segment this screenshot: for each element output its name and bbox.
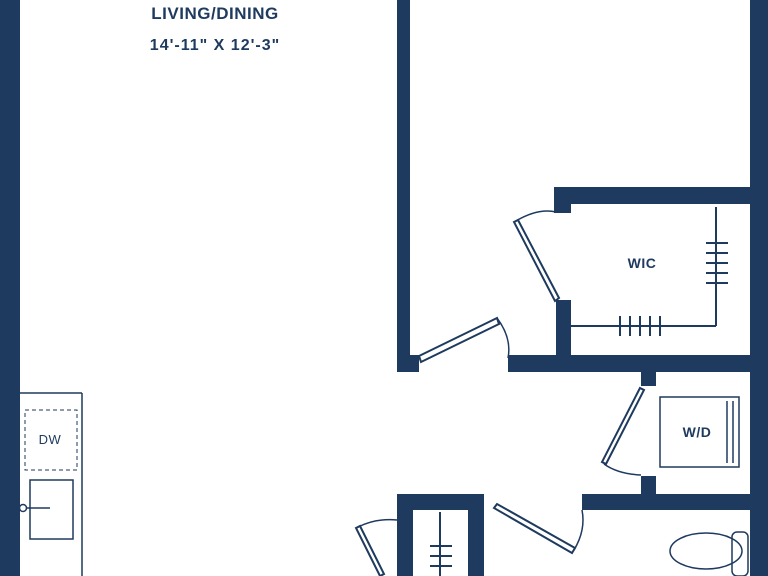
wall-left-exterior — [0, 0, 20, 576]
door-swing-icon — [492, 502, 584, 555]
closet-rod-icon — [571, 207, 728, 336]
wall-bedroom-bottom-right — [508, 355, 768, 372]
wall-laundry-left-lower — [641, 476, 656, 498]
door-swing-icon — [512, 210, 561, 303]
wall-bath-left — [397, 494, 413, 576]
wall-wic-top — [554, 187, 768, 204]
kitchen-counter — [20, 392, 83, 576]
wall-bath-top-left — [397, 494, 482, 510]
wall-laundry-bottom — [582, 494, 768, 510]
wall-right-exterior — [750, 0, 768, 576]
toilet-icon — [669, 531, 749, 576]
sink-icon — [18, 479, 74, 540]
wall-bedroom-bottom-left — [397, 355, 419, 372]
door-swing-icon — [600, 386, 646, 476]
closet-rod-icon — [430, 512, 452, 576]
wall-bath-partition — [468, 494, 484, 576]
door-swing-icon — [354, 518, 398, 576]
wall-wic-top-return — [554, 187, 571, 213]
door-swing-icon — [417, 316, 510, 364]
room-name-wic: WIC — [627, 255, 657, 271]
doors — [354, 210, 646, 576]
wall-laundry-left-upper — [641, 370, 656, 386]
room-dimensions-living-dining: 14'-11" X 12'-3" — [149, 37, 281, 54]
appliance-label-dishwasher: DW — [38, 432, 62, 447]
wall-wic-left-lower — [556, 300, 571, 372]
room-name-living-dining: LIVING/DINING — [151, 4, 279, 23]
wall-bedroom-left — [397, 0, 410, 372]
fixtures — [18, 207, 749, 576]
washer-dryer-icon — [659, 396, 740, 468]
room-name-washer-dryer: W/D — [682, 424, 712, 440]
